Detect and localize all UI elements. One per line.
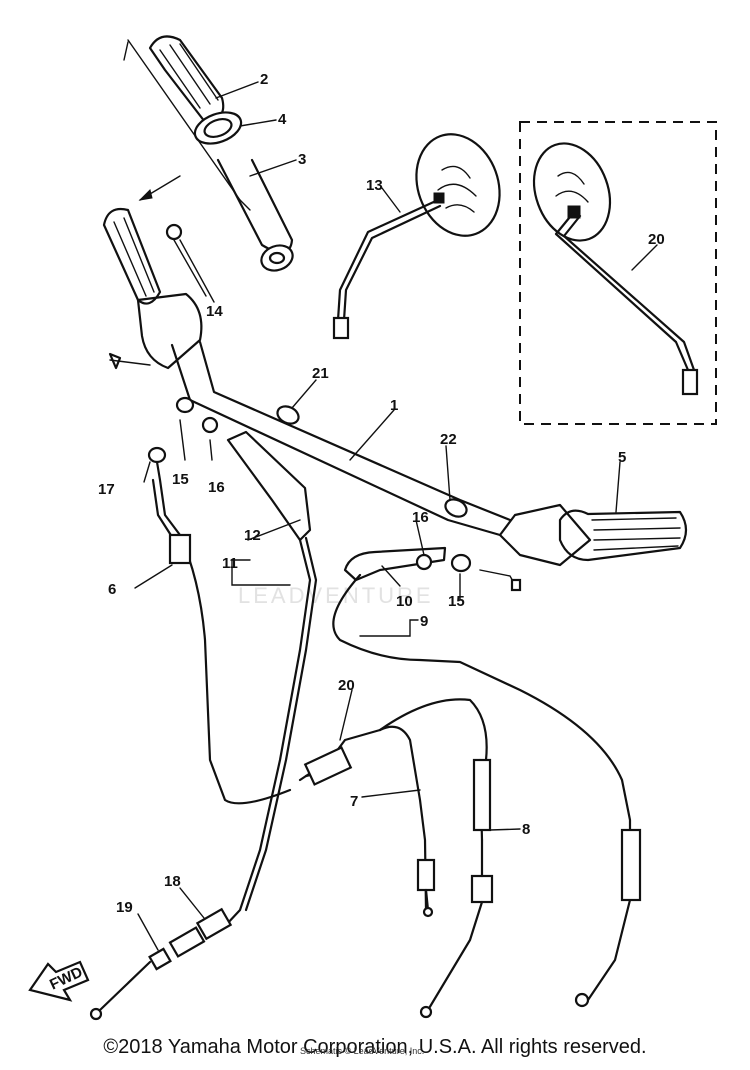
fwd-arrow-icon: FWD (28, 960, 90, 1002)
mirror-part-13 (332, 133, 501, 340)
left-grip-assembly (102, 207, 207, 370)
cable-part-7 (416, 858, 436, 892)
callout-6: 6 (108, 581, 116, 598)
callout-20a: 21 (312, 365, 329, 382)
fitting-part-15b (450, 553, 472, 573)
callout-16a: 16 (208, 479, 225, 496)
callout-labels: 2 4 3 13 20 14 21 1 22 5 17 15 16 16 15 … (98, 71, 665, 916)
cable-part-9 (620, 828, 642, 902)
callout-20b: 22 (440, 431, 457, 448)
callout-8: 8 (522, 821, 530, 838)
throttle-grip-exploded (123, 35, 294, 272)
leader-lines (134, 81, 658, 951)
clamp-part-20b (444, 498, 468, 518)
callout-2: 2 (260, 71, 268, 88)
callout-3: 3 (298, 151, 306, 168)
left-switch-housing (136, 292, 203, 370)
adjuster-part-18 (195, 907, 233, 941)
cable-part-6 (168, 533, 192, 565)
left-grip (102, 207, 162, 305)
callout-22: 20 (338, 677, 355, 694)
right-grip-part-5 (558, 509, 688, 562)
copyright-footer: ©2018 Yamaha Motor Corporation, U.S.A. A… (103, 1036, 647, 1058)
cables (89, 446, 642, 1021)
callout-21: 20 (648, 231, 665, 248)
schematic-credit: Schematic © LeadVenture, Inc. (300, 1046, 425, 1056)
callout-12: 12 (244, 527, 261, 544)
clutch-lever-part-12 (175, 396, 312, 542)
callout-5: 5 (618, 449, 626, 466)
callout-15b: 15 (448, 593, 465, 610)
callout-18: 18 (164, 873, 181, 890)
callout-9: 9 (420, 613, 428, 630)
throttle-cable-part-22 (303, 746, 353, 786)
watermark: LEADVENTURE (238, 583, 434, 608)
fitting-part-16b (415, 553, 433, 571)
right-grip-assembly (343, 503, 688, 592)
callout-15a: 15 (172, 471, 189, 488)
callout-14: 14 (206, 303, 223, 320)
callout-1: 1 (390, 397, 398, 414)
right-switch-housing (498, 503, 592, 567)
callout-13: 13 (366, 177, 383, 194)
nut-part-19 (148, 947, 172, 971)
mirror-optional-box (519, 121, 717, 425)
handlebar-part-1 (170, 340, 512, 537)
clamp-part-20a (276, 405, 300, 425)
callout-7: 7 (350, 793, 358, 810)
grip-part-2 (148, 35, 225, 124)
cable-part-8 (472, 758, 492, 832)
callout-17: 17 (98, 481, 115, 498)
fitting-part-16a (201, 416, 219, 434)
callout-10: 10 (396, 593, 413, 610)
fitting-part-15a (175, 396, 195, 414)
callout-4: 4 (278, 111, 287, 128)
callout-16b: 16 (412, 509, 429, 526)
part-14-washer (165, 223, 183, 241)
callout-11: 11 (222, 555, 238, 572)
adjuster-part-17 (147, 446, 167, 464)
brake-lever-part-10 (343, 546, 447, 582)
callout-19: 19 (116, 899, 133, 916)
